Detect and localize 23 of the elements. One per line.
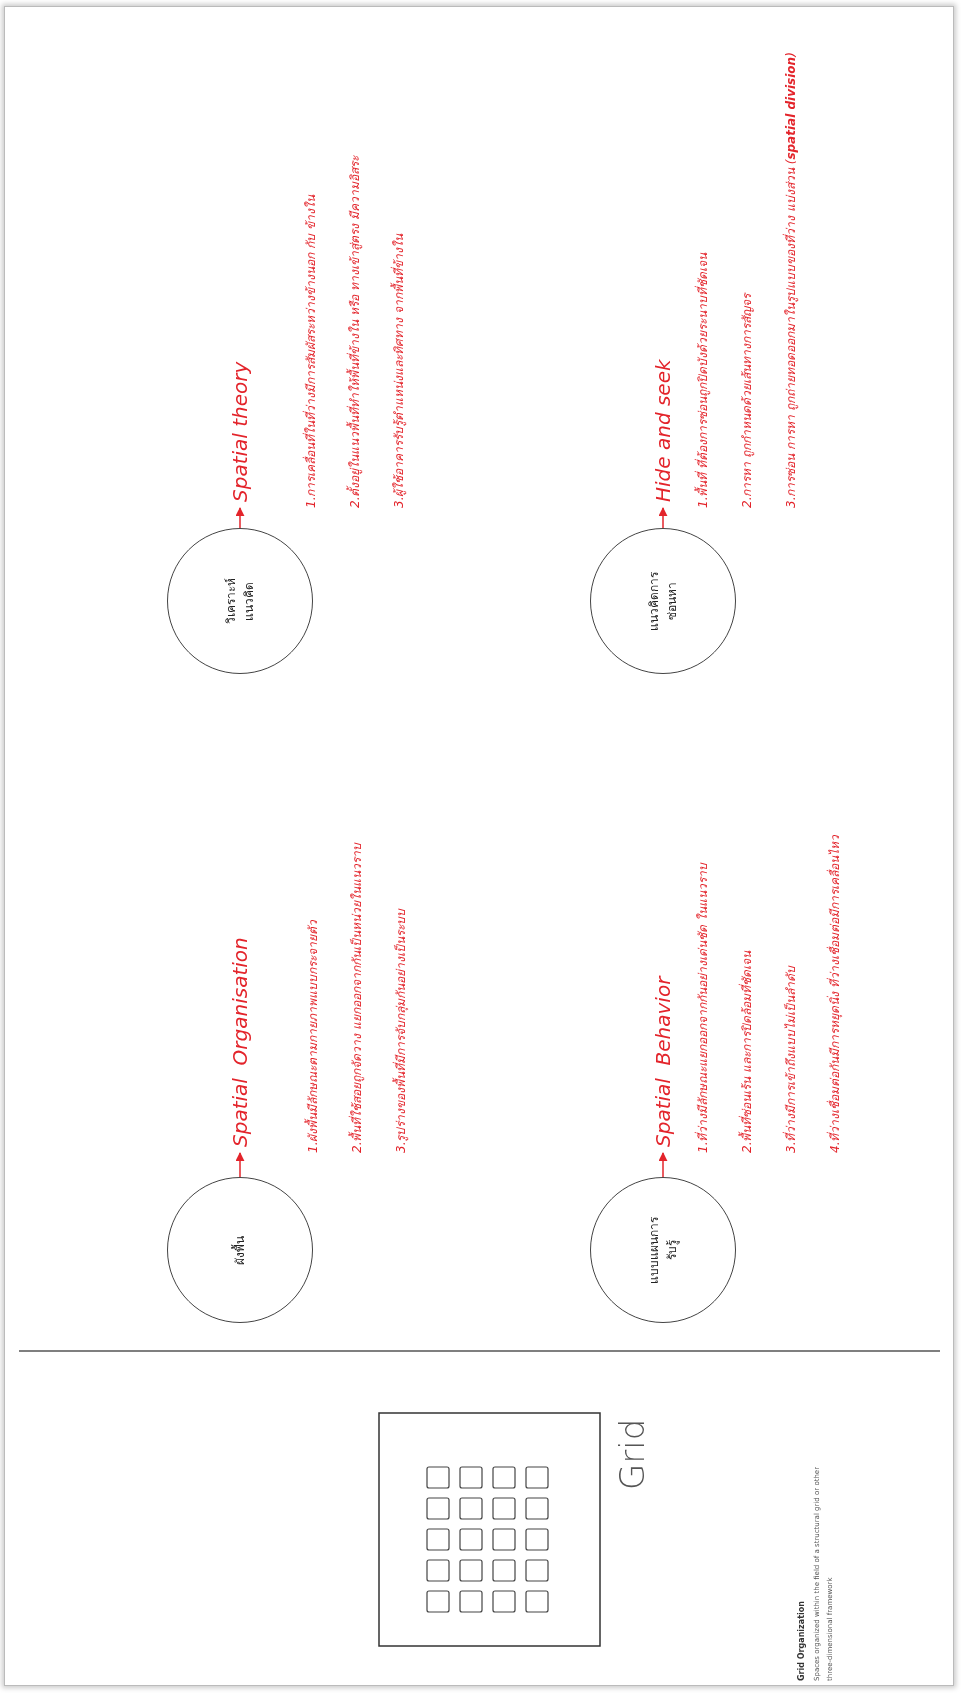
- list-item: 1.การเคลื่อนที่ในที่ว่างมีการสัมผัสระหว่างข้างนอก กับ ข้างใน: [303, 194, 319, 508]
- heading-text: Spatial Organisation: [227, 937, 253, 1147]
- caption-heading: Grid Organization: [797, 1601, 806, 1681]
- list-item: 2.การหา ถูกกำหนดด้วยเส้นทางการสัญจร: [739, 293, 755, 508]
- list-item: 3.การซ่อน การหา ถูกถ่ายทอดออกมาในรูปแบบของที่ว่าง แบ่งส่วน (spatial division): [783, 51, 799, 508]
- grid-title: Grid: [612, 1418, 652, 1490]
- list-item: 4.ที่ว่างเชื่อมต่อกันมีการหยุดนิ่ง ที่ว่างเชื่อมต่อมีการเคลื่อนไหว: [827, 834, 843, 1153]
- arrow: [658, 507, 668, 529]
- heading-text: Hide and seek: [650, 359, 676, 502]
- heading-text: Spatial theory: [227, 361, 253, 502]
- list-item: 3.รูปร่างของพื้นที่มีการจับกลุ่มกันอย่างเป็นระบบ: [393, 908, 409, 1153]
- list-item: 3.ผู้ใช้อาคารรับรู้ตำแหน่งและทิศทาง จากพื้นที่ข้างใน: [391, 233, 407, 508]
- list-item: 1.พื้นที่ ที่ต้องการซ่อนถูกปิดบังด้วยระนาบที่ชัดเจน: [695, 252, 711, 508]
- list-item: 1.ที่ว่างมีลักษณะแยกออกจากกันอย่างเด่นชัด ในแนวราบ: [695, 862, 711, 1153]
- list-item: 2.ตั้งอยู่ในแนวพื้นที่ทำให้พื้นที่ข้างใน หรือ ทางเข้าสู่ตรง มีความอิสระ: [347, 156, 363, 508]
- heading-text: Spatial Behavior: [650, 976, 676, 1147]
- list-item: 2.พื้นที่ใช้สอยถูกจัดวาง แยกออกจากกันเป็นหน่วยในแนวราบ: [349, 842, 365, 1153]
- list-item: 3.ที่ว่างมีการเข้าถึงแบบไม่เป็นลำดับ: [783, 965, 799, 1153]
- list-item: 1.ผังพื้นมีลักษณะตามกายภาพแบบกระจายตัว: [305, 919, 321, 1153]
- arrow: [235, 1152, 245, 1178]
- arrow: [658, 1152, 668, 1178]
- arrow: [235, 507, 245, 529]
- list-item: 2.พื้นที่ซ่อนเร้น และการปิดล้อมที่ชัดเจน: [739, 950, 755, 1153]
